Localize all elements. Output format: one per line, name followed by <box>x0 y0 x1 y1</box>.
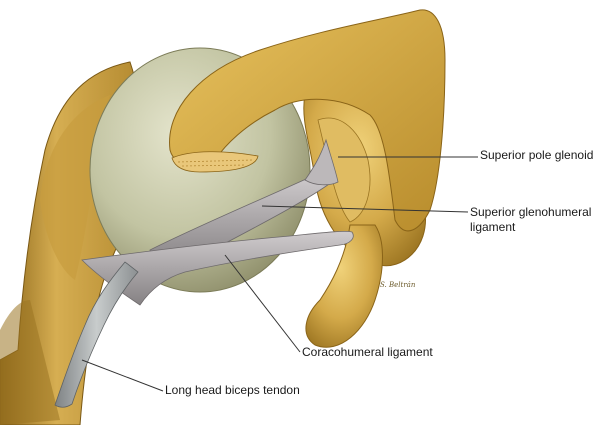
long-head-biceps-tendon <box>54 261 139 408</box>
acromion <box>169 9 446 232</box>
acromion-cut-surface <box>171 151 259 173</box>
greater-tuberosity <box>40 95 110 280</box>
artist-signature: S. Beltrán <box>380 281 416 289</box>
label-sgl-line1: Superior glenohumeral <box>470 205 592 219</box>
coracoid-process <box>305 224 383 348</box>
leader-long-head-biceps-tendon <box>81 359 164 392</box>
label-sgl-line2: ligament <box>470 220 516 234</box>
leader-coracohumeral-ligament <box>224 254 301 353</box>
acromion-cut-texture <box>177 159 253 167</box>
label-long-head-biceps-tendon: Long head biceps tendon <box>165 383 300 397</box>
leader-superior-glenohumeral-ligament <box>261 205 469 213</box>
label-superior-pole-glenoid: Superior pole glenoid <box>480 148 594 162</box>
label-coracohumeral-ligament: Coracohumeral ligament <box>302 345 433 359</box>
label-superior-glenohumeral-ligament: Superior glenohumeral ligament <box>470 205 591 235</box>
superior-pole-glenoid-spike <box>304 138 339 186</box>
humerus-shaft-lower <box>0 300 60 425</box>
coracohumeral-ligament <box>81 230 354 306</box>
